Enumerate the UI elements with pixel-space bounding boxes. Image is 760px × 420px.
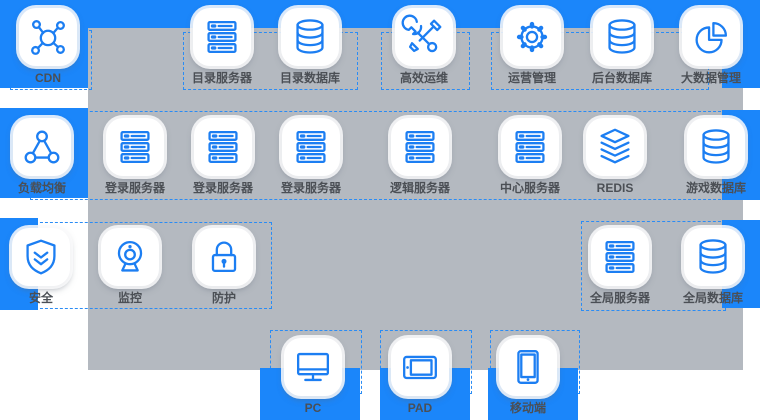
- node-label: 防护: [211, 291, 236, 305]
- node-pad: PAD: [375, 338, 465, 415]
- node-login-server-3: 登录服务器: [266, 118, 356, 195]
- database-icon: [281, 8, 339, 66]
- server-icon: [591, 228, 649, 286]
- database-icon: [593, 8, 651, 66]
- lock-icon: [195, 228, 253, 286]
- node-bigdata-management: 大数据管理: [666, 8, 756, 85]
- node-mobile: 移动端: [483, 338, 573, 415]
- node-efficient-ops: 高效运维: [379, 8, 469, 85]
- node-label: 监控: [117, 291, 142, 305]
- node-label: 高效运维: [399, 71, 448, 85]
- node-label: 登录服务器: [104, 181, 165, 195]
- server-icon: [193, 8, 251, 66]
- node-cdn: CDN: [3, 8, 93, 85]
- node-label: 全局数据库: [682, 291, 743, 305]
- tablet-icon: [391, 338, 449, 396]
- server-icon: [282, 118, 340, 176]
- node-protection: 防护: [179, 228, 269, 305]
- server-icon: [391, 118, 449, 176]
- server-icon: [501, 118, 559, 176]
- node-label: 安全: [28, 291, 53, 305]
- node-directory-server: 目录服务器: [177, 8, 267, 85]
- phone-icon: [499, 338, 557, 396]
- node-game-database: 游戏数据库: [671, 118, 760, 195]
- node-label: PC: [304, 401, 322, 415]
- node-logic-server: 逻辑服务器: [375, 118, 465, 195]
- server-icon: [106, 118, 164, 176]
- gear-icon: [503, 8, 561, 66]
- zone-directory-outline: [183, 32, 358, 90]
- node-label: 逻辑服务器: [389, 181, 450, 195]
- node-load-balancer: 负载均衡: [0, 118, 87, 195]
- node-center-server: 中心服务器: [485, 118, 575, 195]
- node-redis: REDIS: [570, 118, 660, 195]
- node-label: 运营管理: [507, 71, 556, 85]
- pie-chart-icon: [682, 8, 740, 66]
- node-operation-management: 运营管理: [487, 8, 577, 85]
- tools-icon: [395, 8, 453, 66]
- node-label: 全局服务器: [589, 291, 650, 305]
- node-label: 目录数据库: [279, 71, 340, 85]
- triangle-nodes-icon: [13, 118, 71, 176]
- node-label: 后台数据库: [591, 71, 652, 85]
- node-global-server: 全局服务器: [575, 228, 665, 305]
- database-icon: [687, 118, 745, 176]
- node-label: PAD: [407, 401, 433, 415]
- server-icon: [194, 118, 252, 176]
- database-icon: [684, 228, 742, 286]
- node-label: 移动端: [509, 401, 546, 415]
- node-monitoring: 监控: [85, 228, 175, 305]
- node-pc: PC: [268, 338, 358, 415]
- node-label: 登录服务器: [280, 181, 341, 195]
- camera-icon: [101, 228, 159, 286]
- node-login-server-1: 登录服务器: [90, 118, 180, 195]
- node-backend-database: 后台数据库: [577, 8, 667, 85]
- node-label: 大数据管理: [680, 71, 741, 85]
- network-hub-icon: [19, 8, 77, 66]
- node-label: 中心服务器: [499, 181, 560, 195]
- node-directory-database: 目录数据库: [265, 8, 355, 85]
- node-label: CDN: [35, 71, 61, 85]
- node-security: 安全: [0, 228, 86, 305]
- monitor-icon: [284, 338, 342, 396]
- node-label: 负载均衡: [17, 181, 66, 195]
- node-label: REDIS: [596, 181, 634, 195]
- shield-icon: [12, 228, 70, 286]
- node-label: 登录服务器: [192, 181, 253, 195]
- layers-icon: [586, 118, 644, 176]
- node-label: 游戏数据库: [685, 181, 746, 195]
- node-login-server-2: 登录服务器: [178, 118, 268, 195]
- node-global-database: 全局数据库: [668, 228, 758, 305]
- node-label: 目录服务器: [191, 71, 252, 85]
